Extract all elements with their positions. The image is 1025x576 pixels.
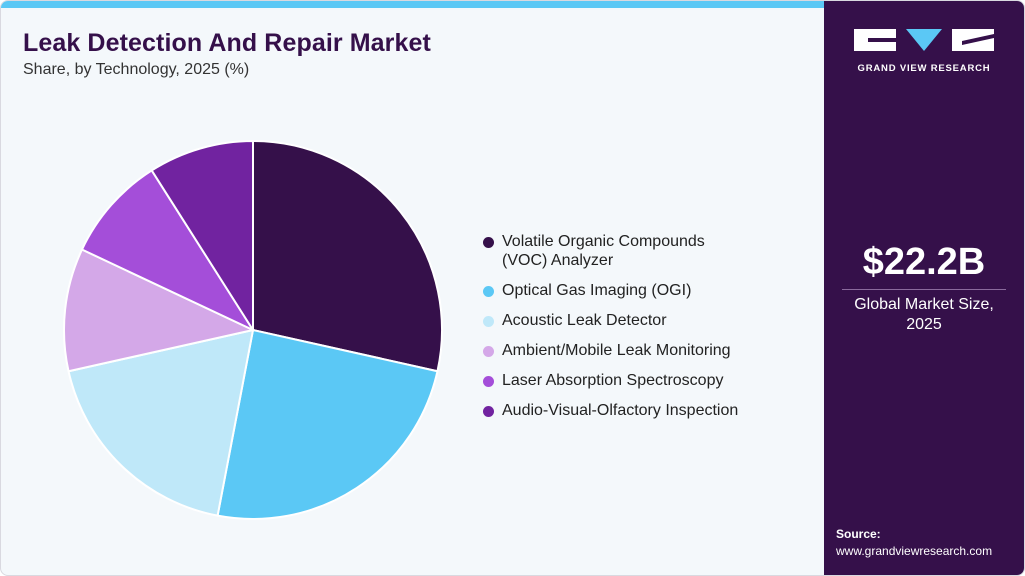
legend-label-laser: Laser Absorption Spectroscopy — [502, 372, 724, 389]
top-accent-bar — [1, 1, 824, 8]
logo-wordmark: GRAND VIEW RESEARCH — [857, 63, 991, 74]
pie-slice-avo — [150, 140, 254, 331]
pie-slice-ambient — [63, 248, 254, 373]
legend-item-laser: Laser Absorption Spectroscopy — [481, 371, 811, 390]
pie-slice-acoustic — [67, 329, 254, 517]
legend-label-acoustic: Acoustic Leak Detector — [502, 312, 667, 329]
legend-label-ogi: Optical Gas Imaging (OGI) — [502, 282, 692, 299]
market-size-label: Global Market Size, 2025 — [824, 295, 1024, 335]
chart-legend: Volatile Organic Compounds (VOC) Analyze… — [481, 232, 811, 431]
source-label: Source: — [836, 527, 881, 541]
chart-title: Leak Detection And Repair Market — [23, 29, 431, 57]
legend-item-ambient: Ambient/Mobile Leak Monitoring — [481, 341, 811, 360]
legend-label-voc-line1: Volatile Organic Compounds — [502, 233, 705, 250]
pie-slice-ogi — [216, 329, 439, 520]
legend-label-voc-line2: (VOC) Analyzer — [502, 252, 614, 269]
legend-swatch-ambient — [483, 346, 494, 357]
legend-item-voc: Volatile Organic Compounds (VOC) Analyze… — [481, 232, 811, 270]
legend-item-ogi: Optical Gas Imaging (OGI) — [481, 281, 811, 300]
legend-label-ambient: Ambient/Mobile Leak Monitoring — [502, 342, 731, 359]
pie-chart — [63, 140, 443, 520]
legend-swatch-ogi — [483, 286, 494, 297]
legend-item-avo: Audio-Visual-Olfactory Inspection — [481, 401, 811, 420]
pie-slice-voc — [252, 140, 443, 373]
chart-area: Leak Detection And Repair Market Share, … — [1, 1, 824, 575]
market-size-label-line1: Global Market Size, — [854, 296, 994, 313]
legend-swatch-acoustic — [483, 316, 494, 327]
grand-view-research-logo — [854, 29, 994, 51]
pie-slice-laser — [80, 169, 254, 331]
legend-item-acoustic: Acoustic Leak Detector — [481, 311, 811, 330]
sidebar-panel: GRAND VIEW RESEARCH $22.2B Global Market… — [824, 1, 1024, 575]
market-size-value: $22.2B — [862, 241, 986, 283]
legend-swatch-avo — [483, 406, 494, 417]
legend-swatch-voc — [483, 237, 494, 248]
sidebar-divider — [842, 289, 1006, 290]
market-size-label-line2: 2025 — [906, 316, 942, 333]
legend-label-avo: Audio-Visual-Olfactory Inspection — [502, 402, 739, 419]
chart-subtitle: Share, by Technology, 2025 (%) — [23, 61, 250, 78]
legend-swatch-laser — [483, 376, 494, 387]
source-link[interactable]: www.grandviewresearch.com — [836, 544, 993, 558]
